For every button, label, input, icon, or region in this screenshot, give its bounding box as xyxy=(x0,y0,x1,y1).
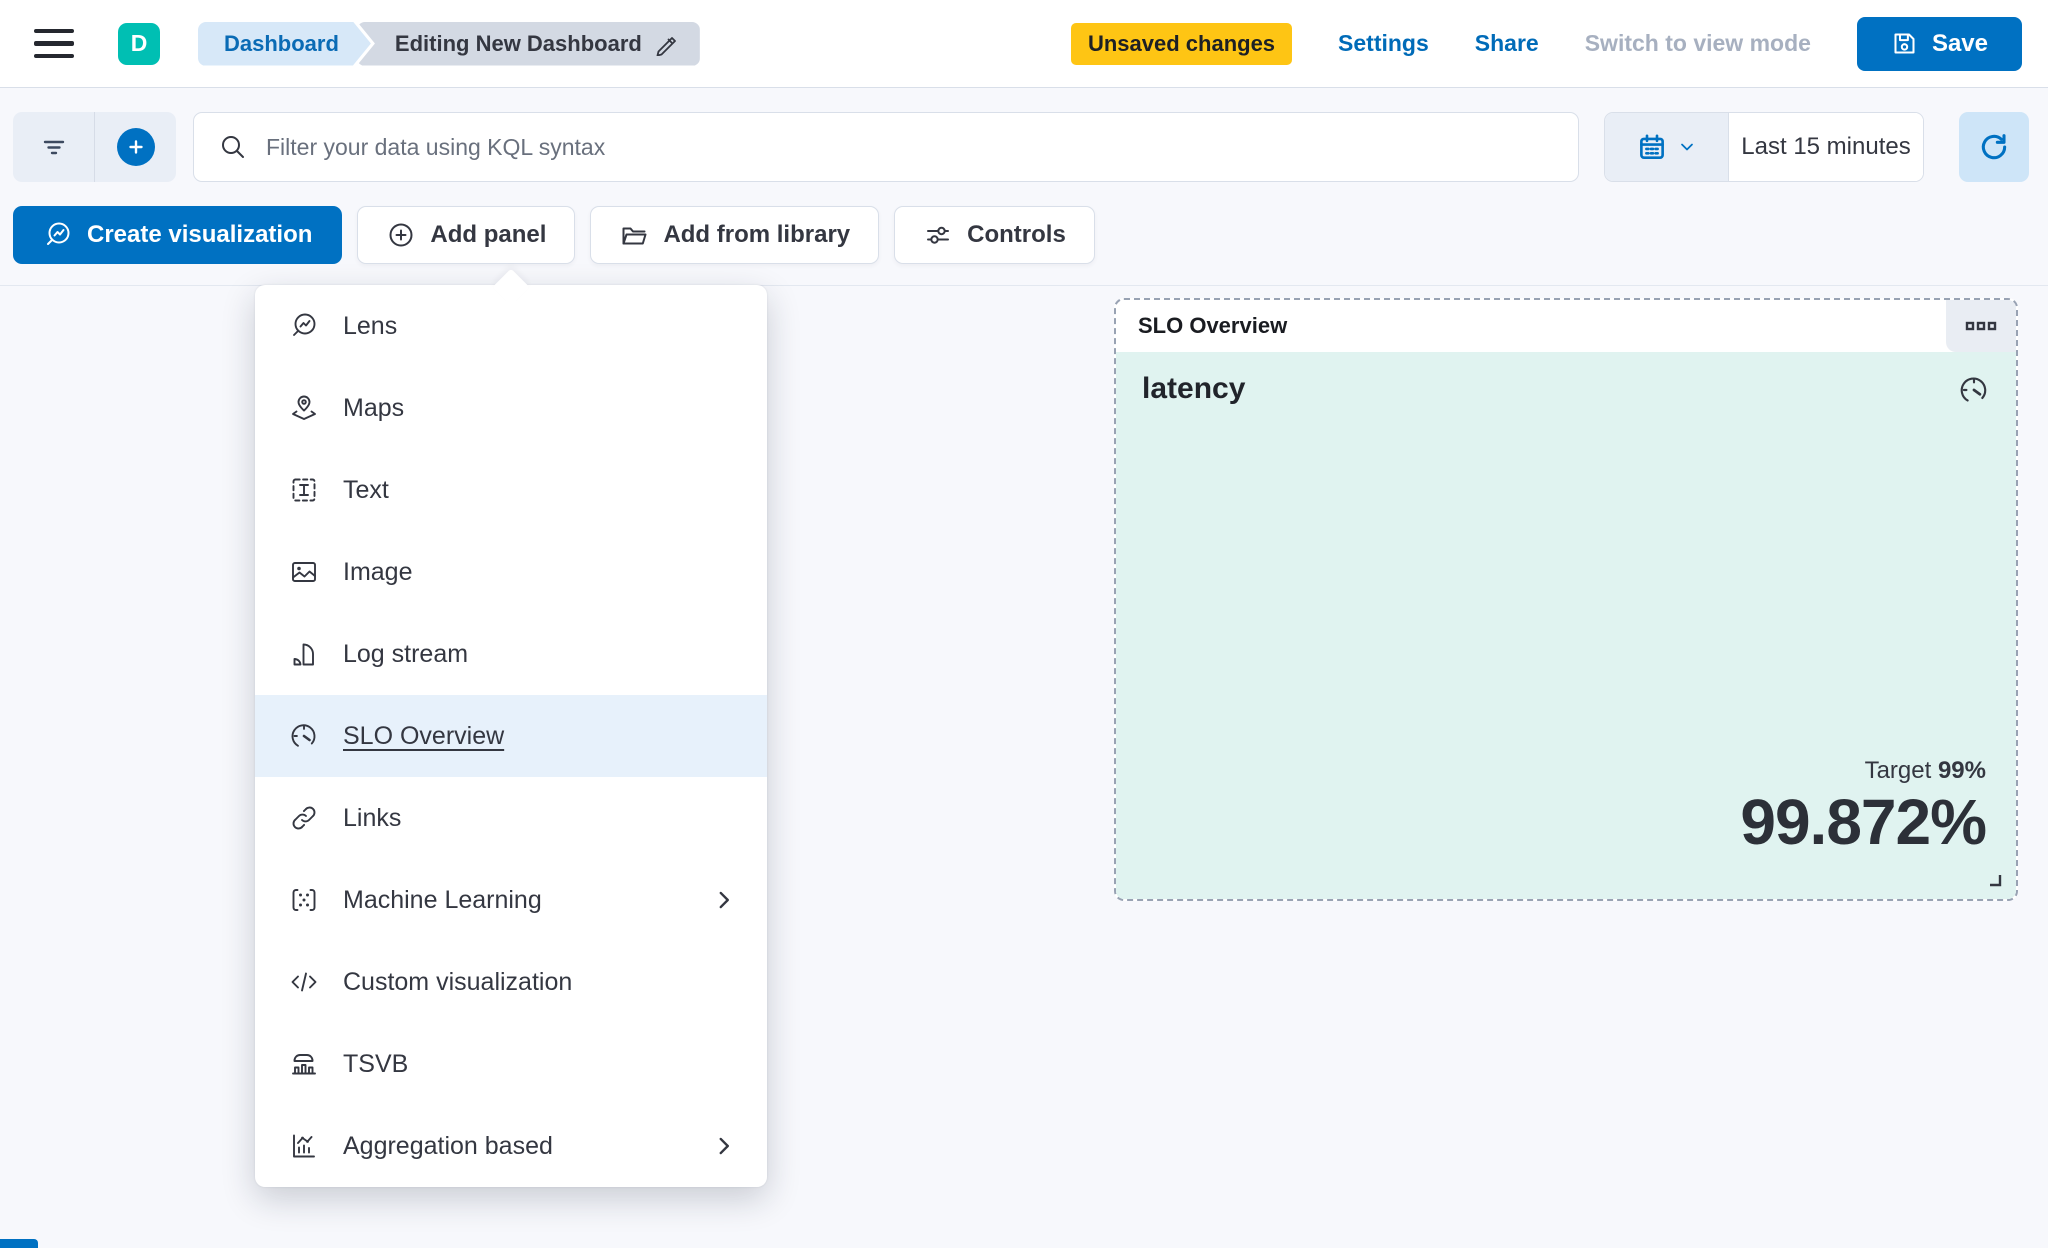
slo-target-value: 99% xyxy=(1937,756,1986,784)
slo-target: Target 99% xyxy=(1740,757,1986,785)
calendar-icon xyxy=(1639,134,1664,159)
avatar[interactable]: D xyxy=(118,22,160,65)
panel-options-button[interactable] xyxy=(1946,300,2016,352)
chevron-right-icon xyxy=(719,891,729,909)
filter-icon xyxy=(43,140,64,155)
time-picker: Last 15 minutes xyxy=(1604,112,1924,182)
bottom-left-partial-element xyxy=(0,1239,38,1248)
sliders-icon xyxy=(927,226,950,244)
panel-header: SLO Overview xyxy=(1116,300,2016,352)
divider xyxy=(94,112,95,182)
breadcrumb-current-label: Editing New Dashboard xyxy=(394,30,642,56)
link-icon xyxy=(289,803,319,833)
slo-metric-title: latency xyxy=(1142,372,1246,405)
menu-item-custom-visualization[interactable]: Custom visualization xyxy=(255,941,767,1023)
menu-item-tsvb[interactable]: TSVB xyxy=(255,1023,767,1105)
plus-circle-icon xyxy=(116,128,155,166)
edit-toolbar: Create visualization Add panel Add from … xyxy=(13,206,1095,264)
add-from-library-button[interactable]: Add from library xyxy=(590,206,880,264)
canvas-divider xyxy=(0,285,2048,286)
menu-item-text[interactable]: Text xyxy=(255,449,767,531)
menu-item-image[interactable]: Image xyxy=(255,531,767,613)
menu-item-maps[interactable]: Maps xyxy=(255,367,767,449)
plus-circle-icon xyxy=(389,223,413,247)
header-actions: Unsaved changes Settings Share Switch to… xyxy=(1070,16,2022,71)
tsvb-icon xyxy=(289,1049,319,1079)
breadcrumb-current[interactable]: Editing New Dashboard xyxy=(356,21,700,66)
search-icon xyxy=(222,136,244,158)
calendar-dropdown-button[interactable] xyxy=(1605,113,1729,181)
lens-icon xyxy=(289,311,319,341)
top-header: D Dashboard Editing New Dashboard Unsave… xyxy=(0,0,2048,88)
add-filter-button[interactable] xyxy=(95,112,176,182)
menu-item-aggregation-based[interactable]: Aggregation based xyxy=(255,1105,767,1187)
share-link[interactable]: Share xyxy=(1474,30,1539,56)
add-panel-menu: Lens Maps Text Image Log stream SLO Over… xyxy=(255,285,767,1187)
kql-search-input[interactable] xyxy=(266,133,1554,161)
filter-group xyxy=(13,112,176,182)
unsaved-changes-badge: Unsaved changes xyxy=(1070,22,1293,65)
breadcrumb: Dashboard Editing New Dashboard xyxy=(198,21,700,66)
slo-values: Target 99% 99.872% xyxy=(1740,757,1987,858)
controls-button[interactable]: Controls xyxy=(894,206,1095,264)
text-icon xyxy=(289,475,319,505)
filter-options-button[interactable] xyxy=(13,112,94,182)
add-from-library-label: Add from library xyxy=(663,221,851,248)
pencil-icon xyxy=(656,36,676,56)
log-stream-icon xyxy=(289,639,319,669)
menu-item-links[interactable]: Links xyxy=(255,777,767,859)
maps-icon xyxy=(289,393,319,423)
save-icon xyxy=(1894,33,1915,54)
controls-label: Controls xyxy=(967,221,1066,248)
code-icon xyxy=(289,967,319,997)
add-panel-button[interactable]: Add panel xyxy=(357,206,576,264)
breadcrumb-dashboard[interactable]: Dashboard xyxy=(198,22,371,66)
resize-handle[interactable] xyxy=(1984,869,2006,891)
aggregation-icon xyxy=(289,1131,319,1161)
folder-icon xyxy=(622,227,647,245)
gauge-icon xyxy=(1960,377,1987,402)
menu-icon[interactable] xyxy=(34,24,78,64)
menu-item-log-stream[interactable]: Log stream xyxy=(255,613,767,695)
chevron-down-icon xyxy=(1680,143,1693,151)
image-icon xyxy=(289,557,319,587)
menu-item-machine-learning[interactable]: Machine Learning xyxy=(255,859,767,941)
lens-icon xyxy=(47,222,70,245)
add-panel-label: Add panel xyxy=(430,221,547,248)
save-button[interactable]: Save xyxy=(1856,16,2022,71)
refresh-icon xyxy=(1981,134,2007,160)
slo-overview-panel[interactable]: SLO Overview latency Target 99% 99.872% xyxy=(1114,298,2018,901)
menu-item-lens[interactable]: Lens xyxy=(255,285,767,367)
gauge-icon xyxy=(289,721,319,751)
panel-menu-icon xyxy=(1965,321,1997,331)
refresh-button[interactable] xyxy=(1959,112,2029,182)
slo-value: 99.872% xyxy=(1740,785,1987,858)
chevron-right-icon xyxy=(719,1137,729,1155)
machine-learning-icon xyxy=(289,885,319,915)
save-label: Save xyxy=(1931,29,1988,57)
slo-target-label: Target xyxy=(1864,756,1932,784)
create-visualization-button[interactable]: Create visualization xyxy=(13,206,343,264)
query-bar: Last 15 minutes xyxy=(13,112,2029,182)
panel-header-title: SLO Overview xyxy=(1138,313,1288,338)
settings-link[interactable]: Settings xyxy=(1338,30,1429,56)
time-range-button[interactable]: Last 15 minutes xyxy=(1729,113,1923,181)
switch-to-view-mode-link[interactable]: Switch to view mode xyxy=(1584,30,1811,56)
menu-item-slo-overview[interactable]: SLO Overview xyxy=(255,695,767,777)
create-visualization-label: Create visualization xyxy=(87,221,313,248)
kql-search-box xyxy=(193,112,1579,182)
slo-panel-body: latency Target 99% 99.872% xyxy=(1116,352,2016,899)
